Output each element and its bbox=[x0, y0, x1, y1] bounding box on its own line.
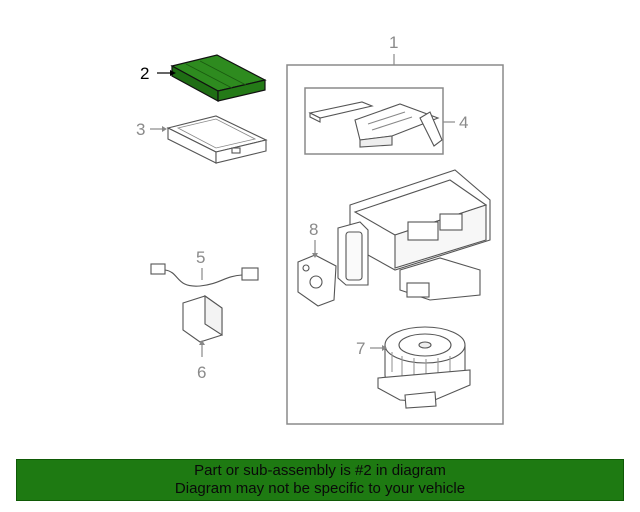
blower-case[interactable] bbox=[337, 169, 491, 301]
callout-8[interactable]: 8 bbox=[309, 220, 319, 239]
callout-3[interactable]: 3 bbox=[136, 120, 146, 139]
info-banner: Part or sub-assembly is #2 in diagram Di… bbox=[16, 459, 624, 501]
arrow-6 bbox=[199, 340, 205, 345]
blower-motor-part-7[interactable] bbox=[377, 326, 471, 409]
callout-7[interactable]: 7 bbox=[356, 339, 366, 358]
arrow-2 bbox=[170, 70, 176, 76]
callout-4[interactable]: 4 bbox=[459, 113, 469, 132]
arrow-8 bbox=[312, 253, 318, 258]
servo-part-8[interactable] bbox=[297, 254, 337, 307]
part-4-components[interactable] bbox=[308, 101, 443, 148]
banner-line-1: Part or sub-assembly is #2 in diagram bbox=[194, 462, 446, 479]
callout-1[interactable]: 1 bbox=[389, 33, 399, 52]
subassembly-box-4 bbox=[304, 87, 444, 155]
callout-2[interactable]: 2 bbox=[140, 64, 150, 83]
banner-line-2: Diagram may not be specific to your vehi… bbox=[174, 480, 466, 497]
module-part-6[interactable] bbox=[182, 294, 223, 343]
assembly-box bbox=[286, 64, 504, 425]
callout-5[interactable]: 5 bbox=[196, 248, 206, 267]
arrow-3 bbox=[162, 126, 167, 132]
filter-element-part-3[interactable] bbox=[166, 115, 268, 164]
arrow-7 bbox=[382, 345, 387, 351]
wire-harness-part-5[interactable] bbox=[150, 263, 259, 287]
callout-6[interactable]: 6 bbox=[197, 363, 207, 382]
cabin-filter-part-2[interactable] bbox=[170, 54, 267, 103]
